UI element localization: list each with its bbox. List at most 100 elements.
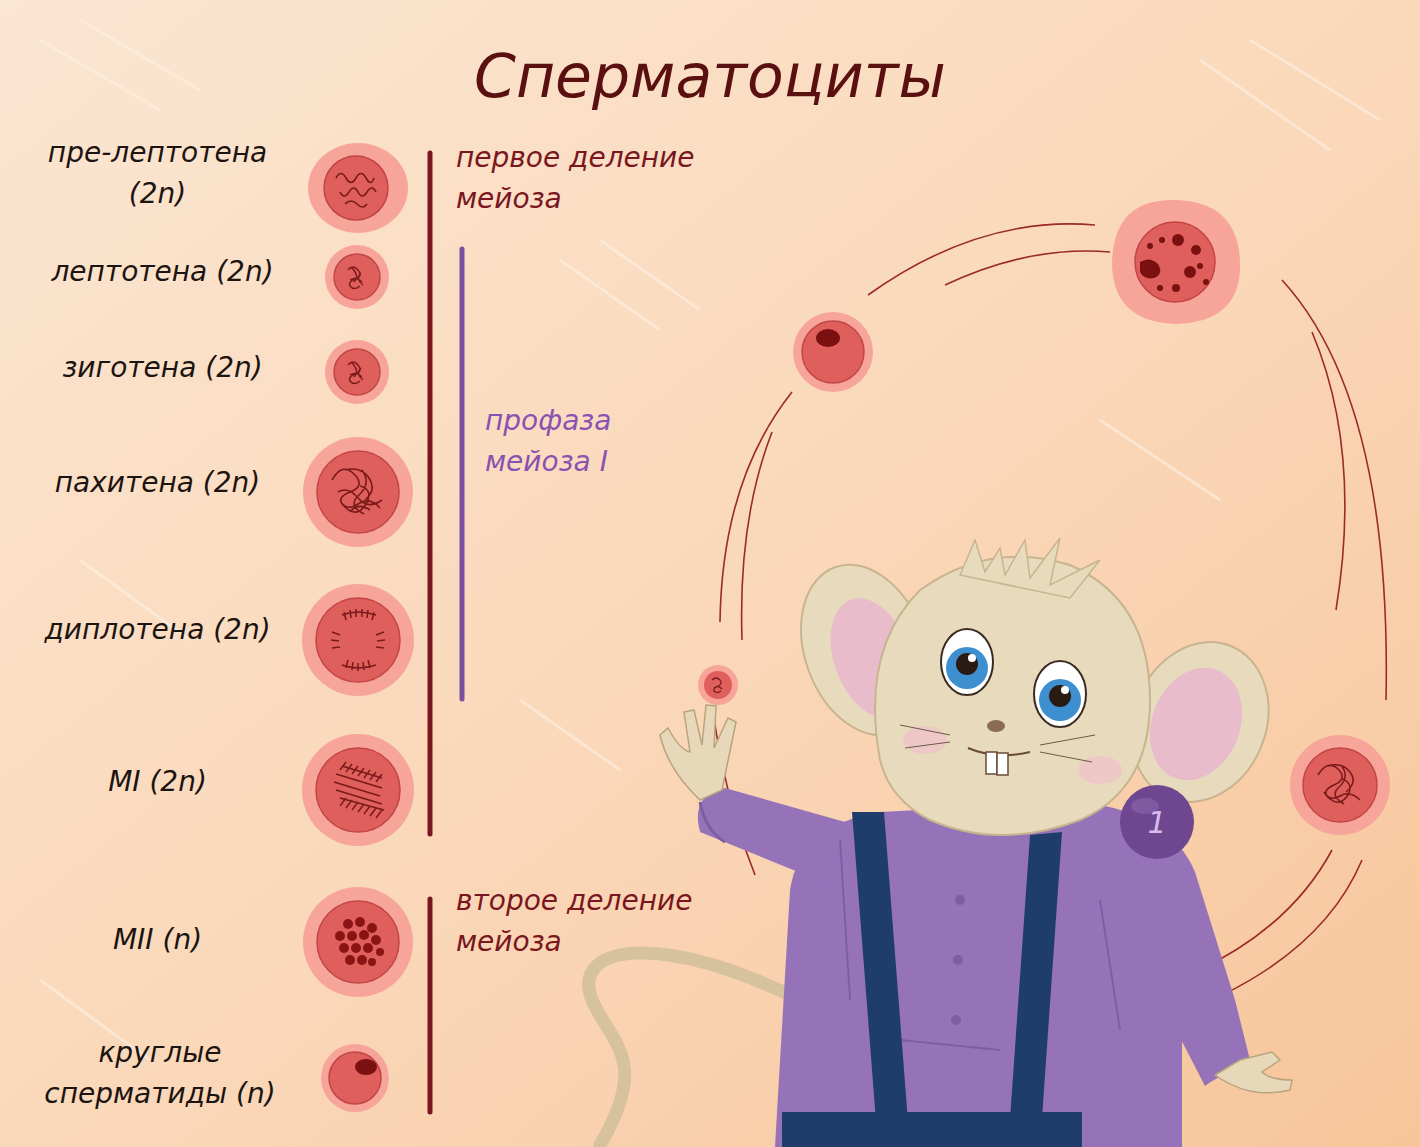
juggled-spotted-cell-part-part	[1157, 285, 1163, 291]
mouse-body-part	[1008, 832, 1062, 1147]
pachytene-cell-part	[317, 451, 399, 533]
mouse-head-part	[986, 752, 997, 774]
metaphase-one-cell-part	[334, 762, 384, 818]
mouse-hands-part	[1215, 1052, 1292, 1093]
metaphase-two-cell-part-part	[335, 931, 345, 941]
mouse-head-part	[960, 538, 1100, 598]
mouse-head-part	[956, 653, 978, 675]
mouse-head-part	[875, 557, 1150, 835]
metaphase-two-cell-part	[335, 917, 384, 966]
juggled-spermatid-part	[793, 312, 873, 392]
juggled-spermatid	[793, 312, 873, 392]
juggled-spotted-cell-part-part	[1147, 243, 1153, 249]
zygotene-cell	[325, 340, 389, 404]
division-label: первое деление мейоза	[456, 138, 728, 219]
juggling-arcs-part	[1312, 332, 1345, 610]
zygotene-cell-part	[325, 340, 389, 404]
juggled-spotted-cell-part-part	[1203, 279, 1209, 285]
mouse-head-part	[1061, 686, 1069, 694]
stage-label: зиготена (2n)	[15, 348, 310, 389]
bracket-lines-part	[460, 249, 465, 699]
juggling-arcs-part	[1282, 280, 1386, 700]
juggled-pachytene-cell-part	[1318, 765, 1360, 804]
metaphase-two-cell-part-part	[355, 917, 365, 927]
juggled-spotted-cell-part-part	[1184, 266, 1196, 278]
juggled-spotted-cell-part	[1140, 234, 1209, 292]
metaphase-two-cell-part-part	[359, 930, 369, 940]
mouse-hands-part	[660, 705, 736, 800]
metaphase-two-cell-part-part	[343, 919, 353, 929]
metaphase-two-cell-part	[317, 901, 399, 983]
metaphase-two-cell-part-part	[345, 955, 355, 965]
purple-ball	[1120, 785, 1194, 859]
stage-label: MI (2n)	[15, 762, 300, 803]
mouse-head-part	[946, 647, 988, 689]
metaphase-one-cell-part	[316, 748, 400, 832]
preleptotene-cell-part	[336, 174, 376, 208]
juggled-small-cell-part	[712, 678, 722, 693]
juggled-small-cell	[698, 665, 738, 705]
zygotene-cell-part	[348, 362, 363, 384]
juggled-pachytene-cell	[1290, 735, 1390, 835]
mouse-body-part	[951, 1015, 961, 1025]
mouse-head-part	[900, 725, 1095, 762]
metaphase-one-cell	[302, 734, 414, 846]
mouse-head-part	[1133, 654, 1258, 795]
mouse-head-part	[968, 654, 976, 662]
juggled-small-cell-part	[704, 671, 732, 699]
round-spermatid-cell	[321, 1044, 389, 1112]
stage-label: лептотена (2n)	[15, 252, 310, 293]
mouse-head-part	[987, 720, 1005, 732]
round-spermatid-cell-part	[355, 1059, 377, 1075]
juggled-spotted-cell-part-part	[1159, 237, 1165, 243]
preleptotene-cell-part	[324, 156, 388, 220]
juggled-spotted-cell-part	[1112, 200, 1240, 324]
stage-label: пре-лептотена (2n)	[15, 133, 300, 214]
diplotene-cell-part	[302, 584, 414, 696]
leptotene-cell-part	[334, 254, 380, 300]
mouse-body-part	[953, 955, 963, 965]
pachytene-cell	[303, 437, 413, 547]
diplotene-cell	[302, 584, 414, 696]
mouse-head-part	[1034, 661, 1086, 727]
metaphase-one-cell-part	[302, 734, 414, 846]
metaphase-two-cell-part-part	[347, 931, 357, 941]
mouse-head-part	[941, 629, 993, 695]
metaphase-two-cell-part-part	[363, 943, 373, 953]
mouse-body-part	[1140, 870, 1240, 1086]
pachytene-cell-part	[332, 469, 382, 514]
bracket-lines	[430, 153, 462, 1112]
mouse-head-part	[1039, 679, 1081, 721]
metaphase-two-cell-part-part	[367, 923, 377, 933]
juggled-pachytene-cell-part	[1303, 748, 1377, 822]
leptotene-cell-part	[348, 267, 363, 289]
zygotene-cell-part	[334, 349, 380, 395]
juggled-spotted-cell-part-part	[1197, 263, 1203, 269]
stage-label: MII (n)	[15, 920, 300, 961]
mouse-body-part	[955, 895, 965, 905]
juggled-spotted-cell-part-part	[1172, 284, 1180, 292]
mouse-body-part	[775, 802, 1250, 1147]
pachytene-cell-part	[303, 437, 413, 547]
juggled-spotted-cell-part-part	[1140, 259, 1160, 278]
mouse-tail-part	[589, 953, 800, 1145]
phase-label: профаза мейоза I	[485, 401, 650, 482]
mouse-head	[779, 538, 1292, 835]
division-label: второе деление мейоза	[456, 881, 728, 962]
juggled-spotted-cell	[1112, 200, 1240, 324]
diplotene-cell-part	[331, 609, 385, 671]
stage-label: диплотена (2n)	[15, 610, 300, 651]
leptotene-cell-part	[325, 245, 389, 309]
metaphase-two-cell-part	[303, 887, 413, 997]
juggling-arcs-part	[868, 224, 1095, 295]
metaphase-two-cell-part-part	[357, 955, 367, 965]
stage-label: пахитена (2n)	[15, 463, 300, 504]
metaphase-two-cell	[303, 887, 413, 997]
juggled-pachytene-cell-part	[1290, 735, 1390, 835]
juggled-spotted-cell-part-part	[1172, 234, 1184, 246]
juggled-small-cell-part	[698, 665, 738, 705]
preleptotene-cell	[308, 143, 408, 233]
round-spermatid-cell-part	[329, 1052, 381, 1104]
